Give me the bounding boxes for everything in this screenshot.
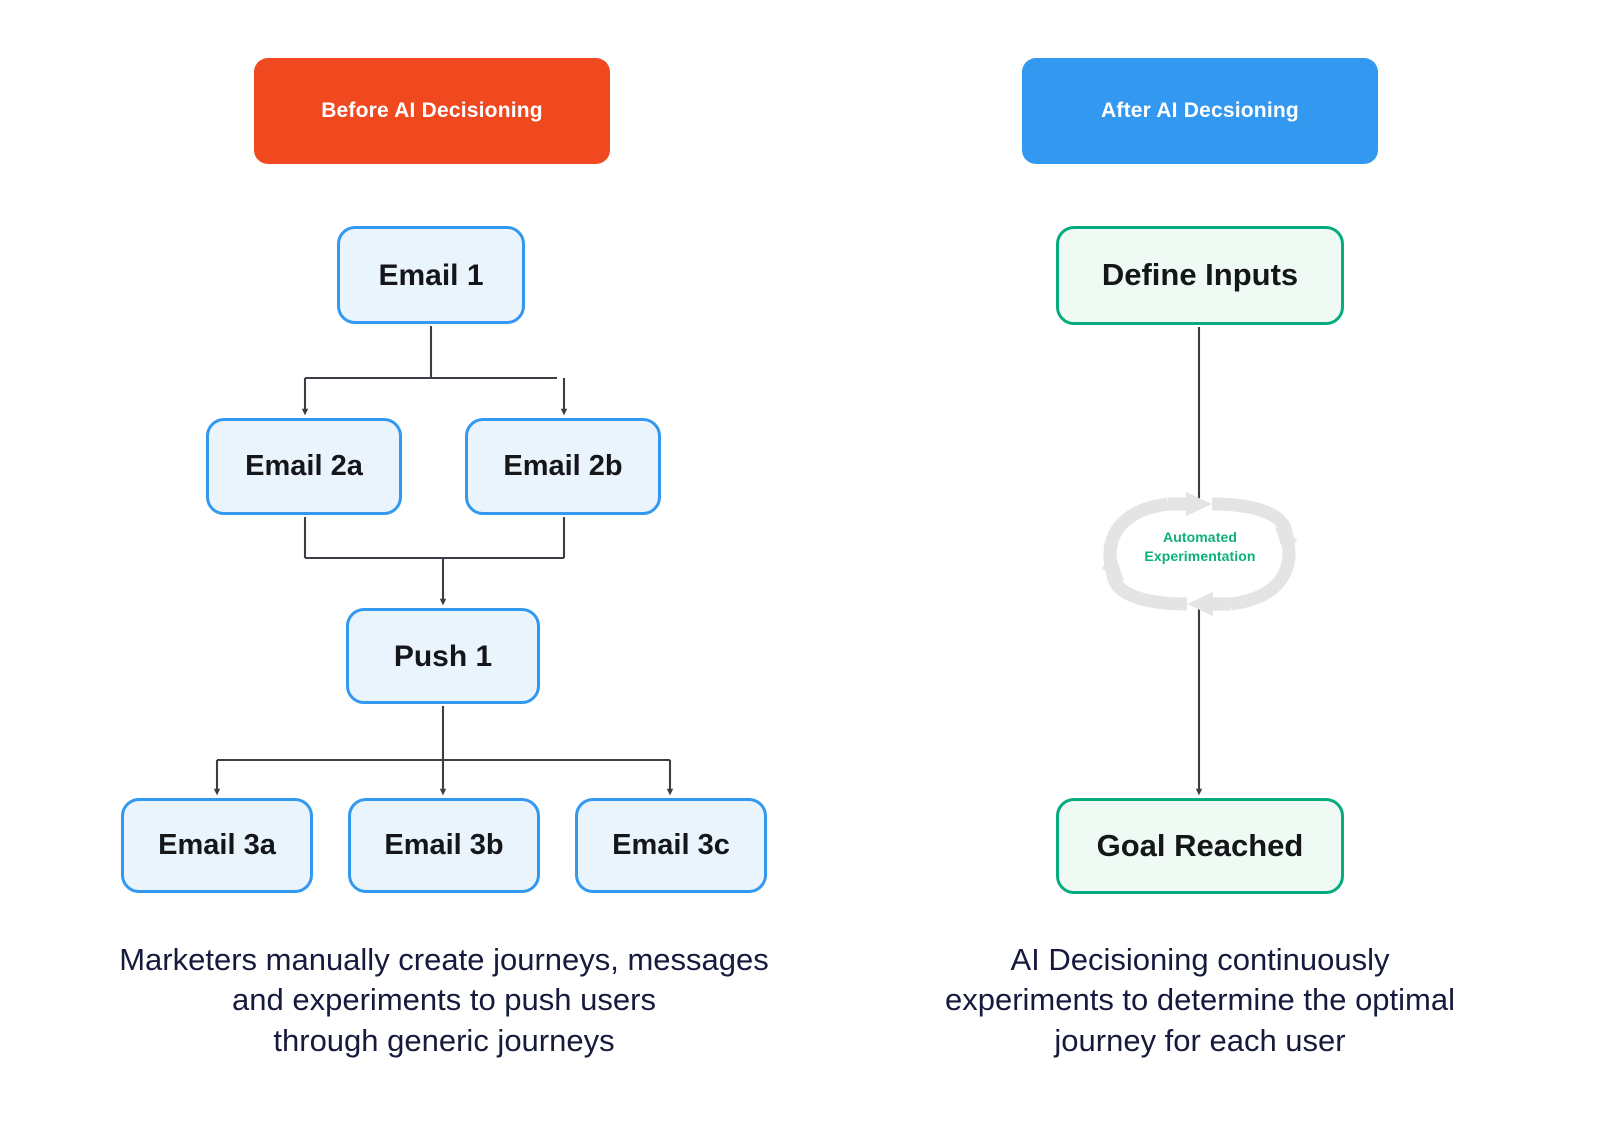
cycle-label-line-1: Automated [1162,529,1237,545]
cycle-label-line-2: Experimentation [1144,547,1256,564]
node-define-inputs[interactable]: Define Inputs [1056,226,1344,325]
node-email-3a[interactable]: Email 3a [121,798,313,893]
node-email-1[interactable]: Email 1 [337,226,525,324]
node-email-2a[interactable]: Email 2a [206,418,402,515]
caption-after-line-2: experiments to determine the optimal [944,982,1456,1018]
banner-after-ai-decisioning: After AI Decsioning [1022,58,1378,164]
caption-before-line-1: Marketers manually create journeys, mess… [119,942,769,977]
caption-after-line-3: journey for each user [1054,1022,1346,1058]
caption-after: AI Decisioning continuously experiments … [860,940,1540,1061]
node-email-3c[interactable]: Email 3c [575,798,767,893]
caption-before-line-2: and experiments to push users [232,982,656,1018]
node-goal-reached[interactable]: Goal Reached [1056,798,1344,894]
caption-before: Marketers manually create journeys, mess… [44,940,844,1061]
node-email-3b[interactable]: Email 3b [348,798,540,893]
caption-after-line-1: AI Decisioning continuously [1010,942,1390,977]
node-push-1[interactable]: Push 1 [346,608,540,704]
banner-before-ai-decisioning: Before AI Decisioning [254,58,610,164]
node-email-2b[interactable]: Email 2b [465,418,661,515]
caption-before-line-3: through generic journeys [273,1022,615,1058]
cycle-label: Automated Experimentation [1120,528,1280,566]
